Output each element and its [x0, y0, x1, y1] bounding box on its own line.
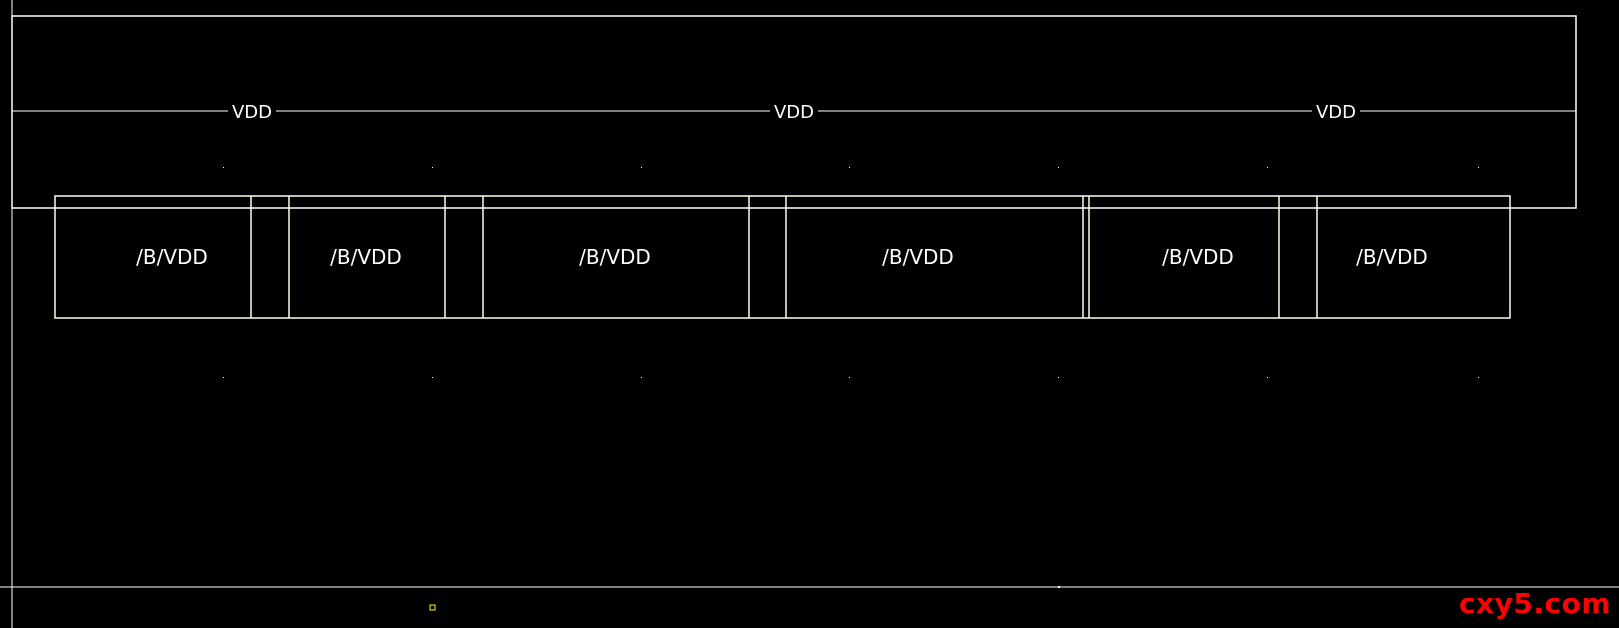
vdd-net-label-3[interactable]: VDD	[1316, 102, 1356, 123]
cell-label-5[interactable]: /B/VDD	[1162, 245, 1234, 269]
watermark-text: cxy5.com	[1458, 587, 1611, 620]
vdd-net-label-2[interactable]: VDD	[774, 102, 814, 123]
vdd-net-label-1[interactable]: VDD	[232, 102, 272, 123]
cell-label-3[interactable]: /B/VDD	[579, 245, 651, 269]
cell-dividers	[250, 196, 1318, 318]
origin-marker-icon[interactable]	[429, 604, 436, 611]
bottom-line-dot	[1058, 586, 1060, 588]
cell-label-4[interactable]: /B/VDD	[882, 245, 954, 269]
grid-dots-row-1	[223, 167, 1479, 168]
cell-label-1[interactable]: /B/VDD	[136, 245, 208, 269]
cell-label-2[interactable]: /B/VDD	[330, 245, 402, 269]
grid-dots-row-2	[223, 377, 1479, 378]
cell-row-outline[interactable]	[54, 195, 1511, 319]
vdd-rail-box[interactable]	[11, 15, 1577, 209]
cell-label-6[interactable]: /B/VDD	[1356, 245, 1428, 269]
